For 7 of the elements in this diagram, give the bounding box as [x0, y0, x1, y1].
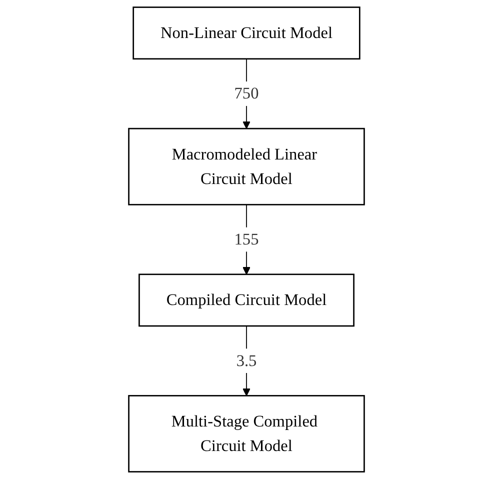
edge-label: 750 [234, 84, 259, 102]
node-box: Macromodeled Linear Circuit Model [128, 128, 365, 206]
node-box: Multi-Stage Compiled Circuit Model [128, 395, 365, 472]
node-box: Compiled Circuit Model [138, 274, 354, 327]
edge-label: 155 [234, 230, 259, 248]
node-box: Non-Linear Circuit Model [132, 6, 360, 60]
edge-label: 3.5 [236, 351, 257, 370]
